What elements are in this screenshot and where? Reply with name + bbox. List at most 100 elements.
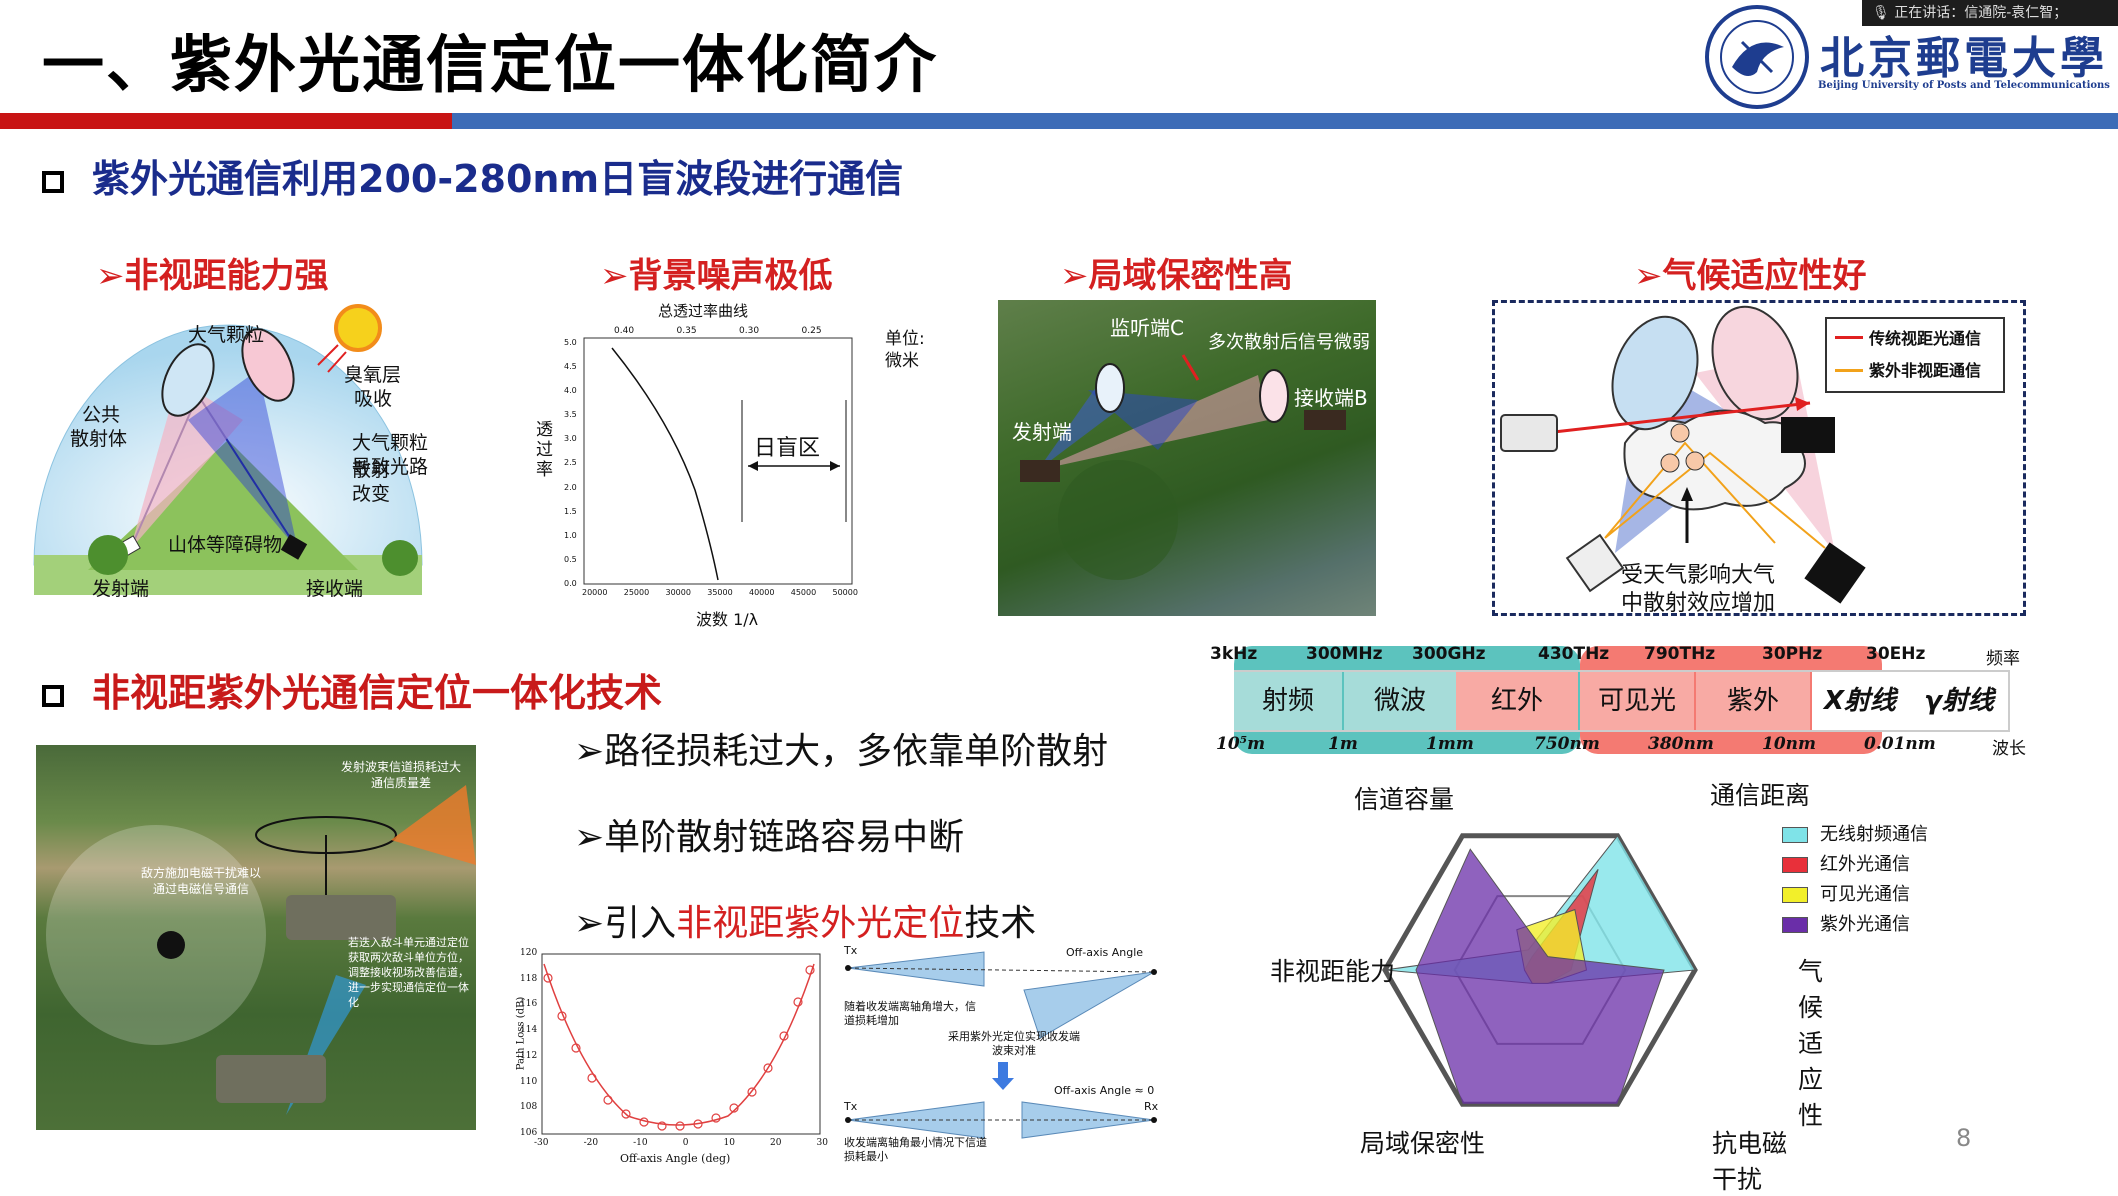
legend-uv: 紫外光通信 <box>1782 910 1910 936</box>
wave-tick-1: 1m <box>1328 734 1358 754</box>
offaxis-note3: 收发端离轴角最小情况下信道损耗最小 <box>844 1136 987 1163</box>
battle-graphic <box>46 785 476 1115</box>
header-bar-red <box>0 113 452 129</box>
offaxis-angle-top: Off-axis Angle <box>1066 946 1144 959</box>
nlos-label-tx: 发射端 <box>92 578 150 600</box>
wave-tick-3: 750nm <box>1534 734 1600 754</box>
checkbox-bullet-icon <box>42 170 64 193</box>
security-label-tx: 发射端 <box>1012 420 1072 444</box>
weather-legend: 传统视距光通信 紫外非视距通信 <box>1825 317 2005 393</box>
band-xray: X射线 <box>1812 672 1908 730</box>
weather-caption-2: 中散射效应增加 <box>1621 591 1776 616</box>
offaxis-rx-bottom: Rx <box>1144 1100 1159 1113</box>
transmission-unit: 单位: <box>885 329 925 349</box>
bullet-introduce: ➢引入非视距紫外光定位技术 <box>574 903 1037 944</box>
battle-photo: 敌方施加电磁干扰难以通过电磁信号通信 发射波束信道损耗过大通信质量差 若迭入敌斗… <box>36 745 476 1130</box>
nlos-label-absorb: 吸收 <box>354 388 393 410</box>
spectrum-chart: 射频 微波 红外 可见光 紫外 X射线 γ射线 3kHz 300MHz 300G… <box>1210 640 2030 760</box>
radar-chart: 信道容量 通信距离 非视距能力 气候适应性 局域保密性 抗电磁干扰 <box>1270 780 1823 1194</box>
nlos-label-scatterer: 散射体 <box>70 428 128 450</box>
security-label-weak: 多次散射后信号微弱 <box>1208 332 1370 353</box>
battle-label-emi: 敌方施加电磁干扰难以通过电磁信号通信 <box>140 866 261 896</box>
legend-uv-swatch <box>1782 917 1808 933</box>
security-photo: 监听端C 多次散射后信号微弱 接收端B 发射端 <box>998 300 1376 616</box>
freq-tick-4: 790THz <box>1644 644 1716 664</box>
transmission-xlabel: 波数 1/λ <box>696 610 759 629</box>
radar-plot <box>1382 833 1698 1107</box>
bullet-path-loss: ➢路径损耗过大，多依靠单阶散射 <box>574 731 1109 772</box>
feature-heading-noise: ➢背景噪声极低 <box>600 256 833 296</box>
security-label-eavesdropper: 监听端C <box>1110 316 1184 340</box>
nlos-label-common: 公共 <box>82 404 121 426</box>
weather-legend-nlos: 紫外非视距通信 <box>1869 361 1982 380</box>
pathloss-xlabel: Off-axis Angle (deg) <box>620 1152 731 1165</box>
legend-rf: 无线射频通信 <box>1782 820 1928 846</box>
band-radio: 射频 <box>1234 672 1342 730</box>
freq-tick-2: 300GHz <box>1412 644 1486 664</box>
wave-tick-5: 10nm <box>1762 734 1817 754</box>
wave-tick-4: 380nm <box>1648 734 1714 754</box>
nlos-label-ozone: 臭氧层 <box>344 364 402 386</box>
nlos-label-particle: 大气颗粒 <box>188 324 265 346</box>
radar-axis-nlos: 非视距能力 <box>1270 957 1396 986</box>
legend-vlc: 可见光通信 <box>1782 880 1910 906</box>
freq-axis-label: 频率 <box>1986 649 2020 669</box>
section1-title: 紫外光通信利用200-280nm日盲波段进行通信 <box>92 157 904 201</box>
battle-label-position: 若迭入敌斗单元通过定位获取两次敌斗单位方位，调整接收视场改善信道，进一步实现通信… <box>348 936 469 1009</box>
band-microwave: 微波 <box>1344 672 1456 730</box>
weather-diagram: 传统视距光通信 紫外非视距通信 受天气影响大气 中散射效应增加 <box>1492 300 2026 616</box>
offaxis-note1: 随着收发端离轴角增大，信道损耗增加 <box>844 1000 976 1027</box>
offaxis-angle-bottom: Off-axis Angle ≈ 0 <box>1054 1084 1155 1097</box>
legend-ir-swatch <box>1782 857 1808 873</box>
freq-tick-6: 30EHz <box>1866 644 1926 664</box>
wave-tick-0: 10⁵m <box>1216 734 1266 754</box>
legend-ir: 红外光通信 <box>1782 850 1910 876</box>
bullet-path-loss-text: 路径损耗过大，多依靠单阶散射 <box>604 731 1109 772</box>
bullet-interrupt: ➢单阶散射链路容易中断 <box>574 817 965 858</box>
legend-orange-swatch <box>1835 369 1863 372</box>
offaxis-tx-top: Tx <box>844 944 858 957</box>
university-name-zh: 北京郵電大學 <box>1820 33 2108 84</box>
transmission-ylabel: 透过率 <box>536 420 553 480</box>
legend-rf-swatch <box>1782 827 1808 843</box>
slide-title: 一、紫外光通信定位一体化简介 <box>42 28 939 101</box>
radar-legend: 无线射频通信 红外光通信 可见光通信 紫外光通信 <box>1782 820 1942 940</box>
legend-red-swatch <box>1835 336 1863 339</box>
weather-legend-los: 传统视距光通信 <box>1869 329 1982 348</box>
freq-tick-0: 3kHz <box>1210 644 1258 664</box>
wave-tick-2: 1mm <box>1426 734 1474 754</box>
band-gamma: γ射线 <box>1910 672 2008 730</box>
radar-axis-distance: 通信距离 <box>1710 781 1811 810</box>
wave-tick-6: 0.01nm <box>1864 734 1936 754</box>
freq-tick-3: 430THz <box>1538 644 1610 664</box>
section1-heading: 紫外光通信利用200-280nm日盲波段进行通信 <box>42 148 903 203</box>
nlos-diagram: 大气颗粒 臭氧层 吸收 公共 散射体 大气颗粒散射 导致光路改变 山体等障碍物 … <box>28 300 428 600</box>
nlos-label-mountain: 山体等障碍物 <box>168 534 283 556</box>
transmission-plot <box>583 337 853 585</box>
mic-icon: 🎙 <box>1872 5 1895 21</box>
offaxis-diagram: Tx Off-axis Angle 随着收发端离轴角增大，信道损耗增加 采用紫外… <box>834 944 1164 1170</box>
transmission-region-label: 日盲区 <box>754 436 821 461</box>
battle-label-loss: 发射波束信道损耗过大通信质量差 <box>340 760 461 790</box>
checkbox-bullet-icon <box>42 684 64 707</box>
feature-heading-security: ➢局域保密性高 <box>1060 256 1293 296</box>
freq-tick-5: 30PHz <box>1762 644 1823 664</box>
transmission-title: 总透过率曲线 <box>658 302 749 320</box>
offaxis-tx-bottom: Tx <box>844 1100 858 1113</box>
weather-caption-1: 受天气影响大气 <box>1621 563 1776 588</box>
wave-axis-label: 波长 <box>1992 739 2026 759</box>
freq-tick-1: 300MHz <box>1306 644 1383 664</box>
feature-heading-nlos: ➢非视距能力强 <box>96 256 329 296</box>
feature-heading-weather: ➢气候适应性好 <box>1634 256 1867 296</box>
presenter-text: 正在讲话：信通院-袁仁智； <box>1894 5 2068 21</box>
university-name-en: Beijing University of Posts and Telecomm… <box>1818 80 2110 91</box>
radar-axis-emi: 抗电磁干扰 <box>1712 1129 1788 1194</box>
security-label-rx: 接收端B <box>1294 386 1368 410</box>
nlos-label-scatter: 大气颗粒散射 <box>352 432 429 481</box>
